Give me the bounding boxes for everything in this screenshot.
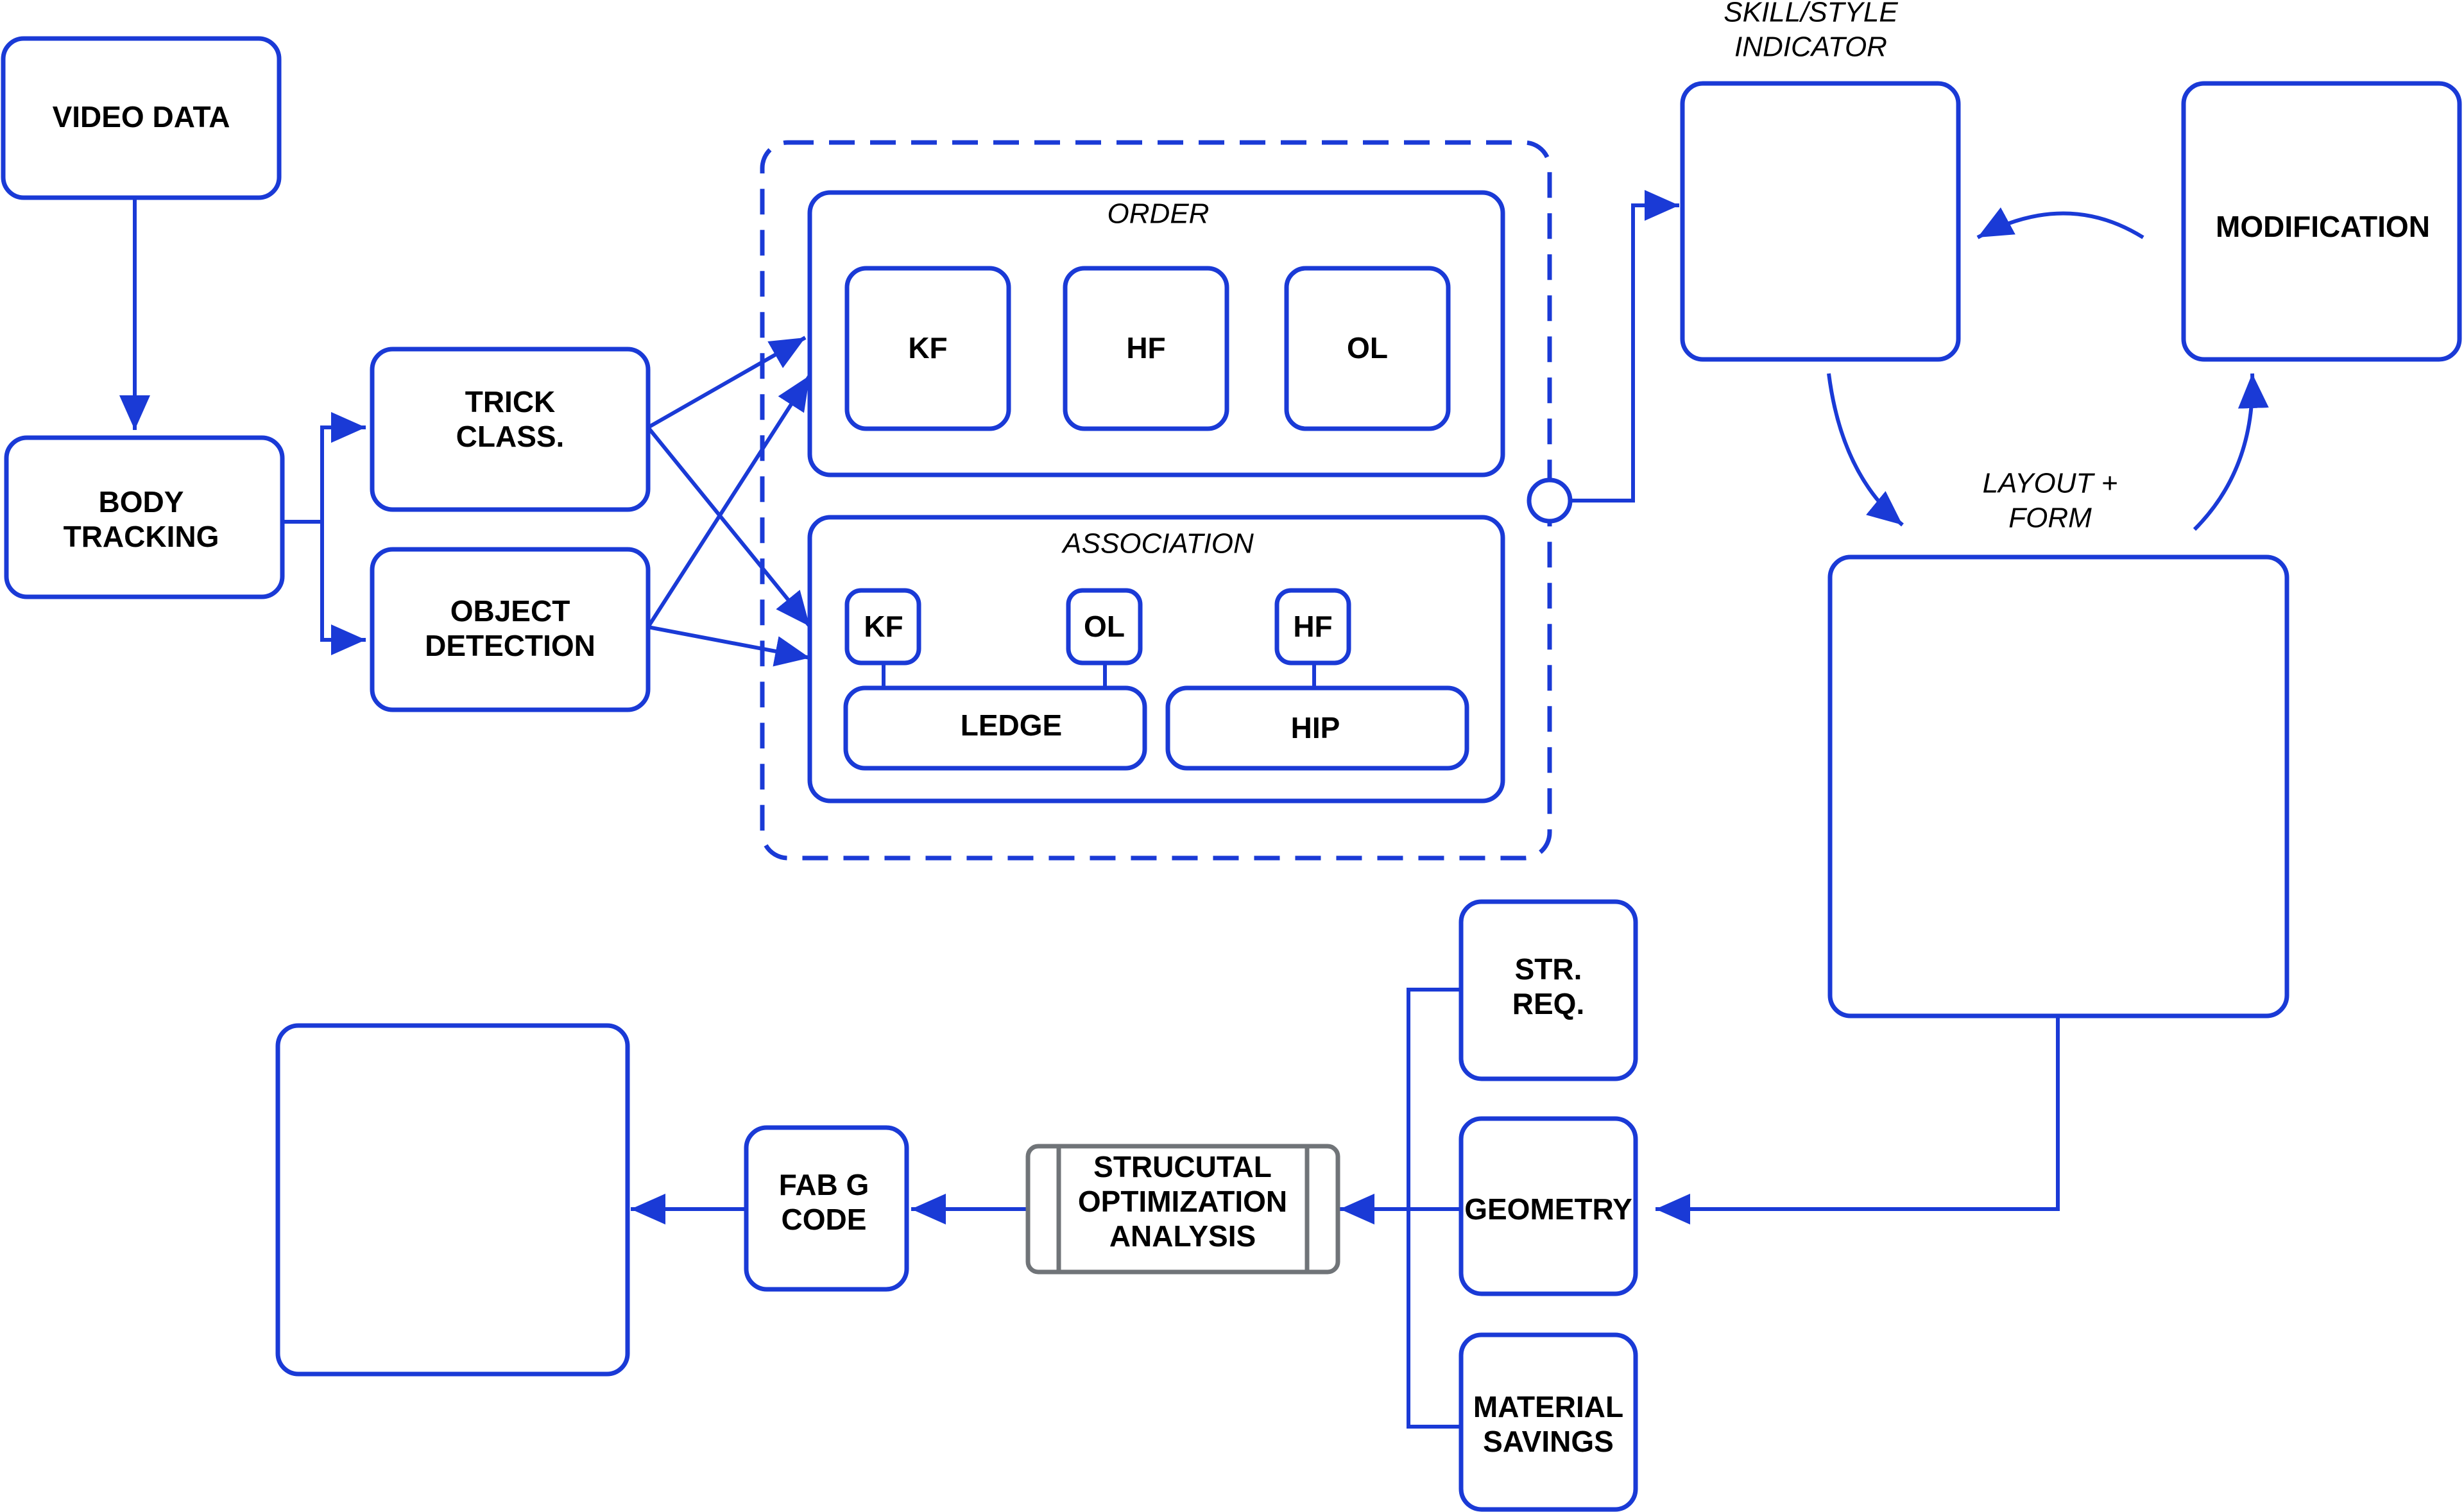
- arrow-modification-to-skill: [1976, 207, 2144, 239]
- object-detection-node: OBJECT DETECTION: [370, 547, 651, 712]
- association-title: ASSOCIATION: [1061, 528, 1254, 560]
- order-item-hf: [1063, 266, 1229, 431]
- assoc-tag-ol: [1066, 588, 1143, 666]
- trick-class-node: TRICK CLASS.: [370, 347, 651, 512]
- arrow-trick-to-association: [646, 426, 812, 628]
- arrow-trick-to-order: [647, 336, 807, 429]
- fab-gcode-label-line1: FAB G: [779, 1168, 869, 1201]
- structural-analysis-label-line2: OPTIMIZATION: [1078, 1185, 1287, 1218]
- assoc-group-ledge: [843, 685, 1147, 771]
- arrow-object-to-association: [647, 625, 810, 667]
- classifier-group: [760, 140, 1573, 861]
- arrow-body-to-trick: [282, 412, 366, 524]
- object-detection-label-line1: OBJECT: [450, 594, 570, 628]
- layout-form-label-line1: LAYOUT +: [1983, 468, 2118, 499]
- body-tracking-node: BODY TRACKING: [4, 435, 285, 599]
- arrow-classifier-to-skill: [1572, 190, 1679, 503]
- geometry-node: GEOMETRY: [1459, 1116, 1638, 1296]
- arrow-layout-to-geometry: [1656, 1016, 2060, 1224]
- modification-node: MODIFICATION: [2181, 81, 2462, 362]
- material-savings-label-line1: MATERIAL: [1473, 1390, 1623, 1423]
- layout-form-label-line2: FORM: [2008, 503, 2092, 534]
- output-node: [275, 1023, 630, 1377]
- order-item-kf-label: KF: [908, 331, 947, 365]
- arrow-skill-to-layout: [1827, 373, 1904, 527]
- arrow-body-to-object: [320, 522, 366, 655]
- body-tracking-label-line2: TRACKING: [64, 520, 219, 553]
- str-req-node: STR. REQ.: [1459, 899, 1638, 1081]
- association-panel: ASSOCIATION KF OL HF LEDGE HIP: [807, 515, 1505, 803]
- assoc-group-hip-label: HIP: [1291, 711, 1340, 744]
- material-savings-label-line2: SAVINGS: [1483, 1425, 1614, 1458]
- order-item-ol: [1284, 266, 1451, 431]
- object-detection-label-line2: DETECTION: [425, 629, 595, 662]
- order-panel: ORDER KF HF OL: [807, 190, 1505, 477]
- assoc-tag-hf-label: HF: [1293, 610, 1332, 643]
- order-item-hf-label: HF: [1126, 331, 1165, 365]
- trick-class-label-line2: CLASS.: [456, 420, 565, 453]
- order-item-ol-label: OL: [1347, 331, 1388, 365]
- video-data-node: VIDEO DATA: [1, 36, 282, 200]
- str-req-label-line2: REQ.: [1512, 987, 1584, 1020]
- modification-label: MODIFICATION: [2216, 210, 2430, 243]
- layout-form-node: LAYOUT + FORM: [1827, 468, 2289, 1018]
- assoc-tag-hf: [1274, 588, 1351, 666]
- trick-class-label-line1: TRICK: [465, 385, 556, 418]
- str-req-label-line1: STR.: [1515, 952, 1582, 986]
- geometry-label: GEOMETRY: [1464, 1192, 1632, 1226]
- material-savings-node: MATERIAL SAVINGS: [1459, 1332, 1638, 1512]
- structural-analysis-label-line1: STRUCUTAL: [1093, 1150, 1272, 1183]
- skill-style-label-line1: SKILL/STYLE: [1724, 0, 1898, 28]
- assoc-tag-kf: [844, 588, 921, 666]
- video-data-label: VIDEO DATA: [53, 100, 230, 133]
- assoc-group-ledge-label: LEDGE: [961, 709, 1062, 742]
- order-title: ORDER: [1108, 198, 1210, 230]
- body-tracking-label-line1: BODY: [99, 485, 184, 519]
- skill-style-label-line2: INDICATOR: [1734, 31, 1887, 63]
- fab-gcode-node: FAB G CODE: [744, 1125, 909, 1292]
- assoc-group-hip: [1165, 685, 1469, 771]
- connectors: [119, 190, 2269, 1429]
- output-port: [1527, 477, 1573, 524]
- fab-gcode-label-line2: CODE: [782, 1203, 867, 1236]
- assoc-tag-kf-label: KF: [864, 610, 903, 643]
- assoc-tag-ol-label: OL: [1084, 610, 1125, 643]
- structural-analysis-label-line3: ANALYSIS: [1109, 1219, 1256, 1253]
- structural-analysis-node: STRUCUTAL OPTIMIZATION ANALYSIS: [1025, 1144, 1340, 1275]
- arrow-object-to-order: [646, 374, 812, 628]
- arrow-layout-to-modification: [2193, 373, 2269, 531]
- skill-style-indicator-node: SKILL/STYLE INDICATOR: [1680, 0, 1961, 362]
- order-item-kf: [844, 266, 1011, 431]
